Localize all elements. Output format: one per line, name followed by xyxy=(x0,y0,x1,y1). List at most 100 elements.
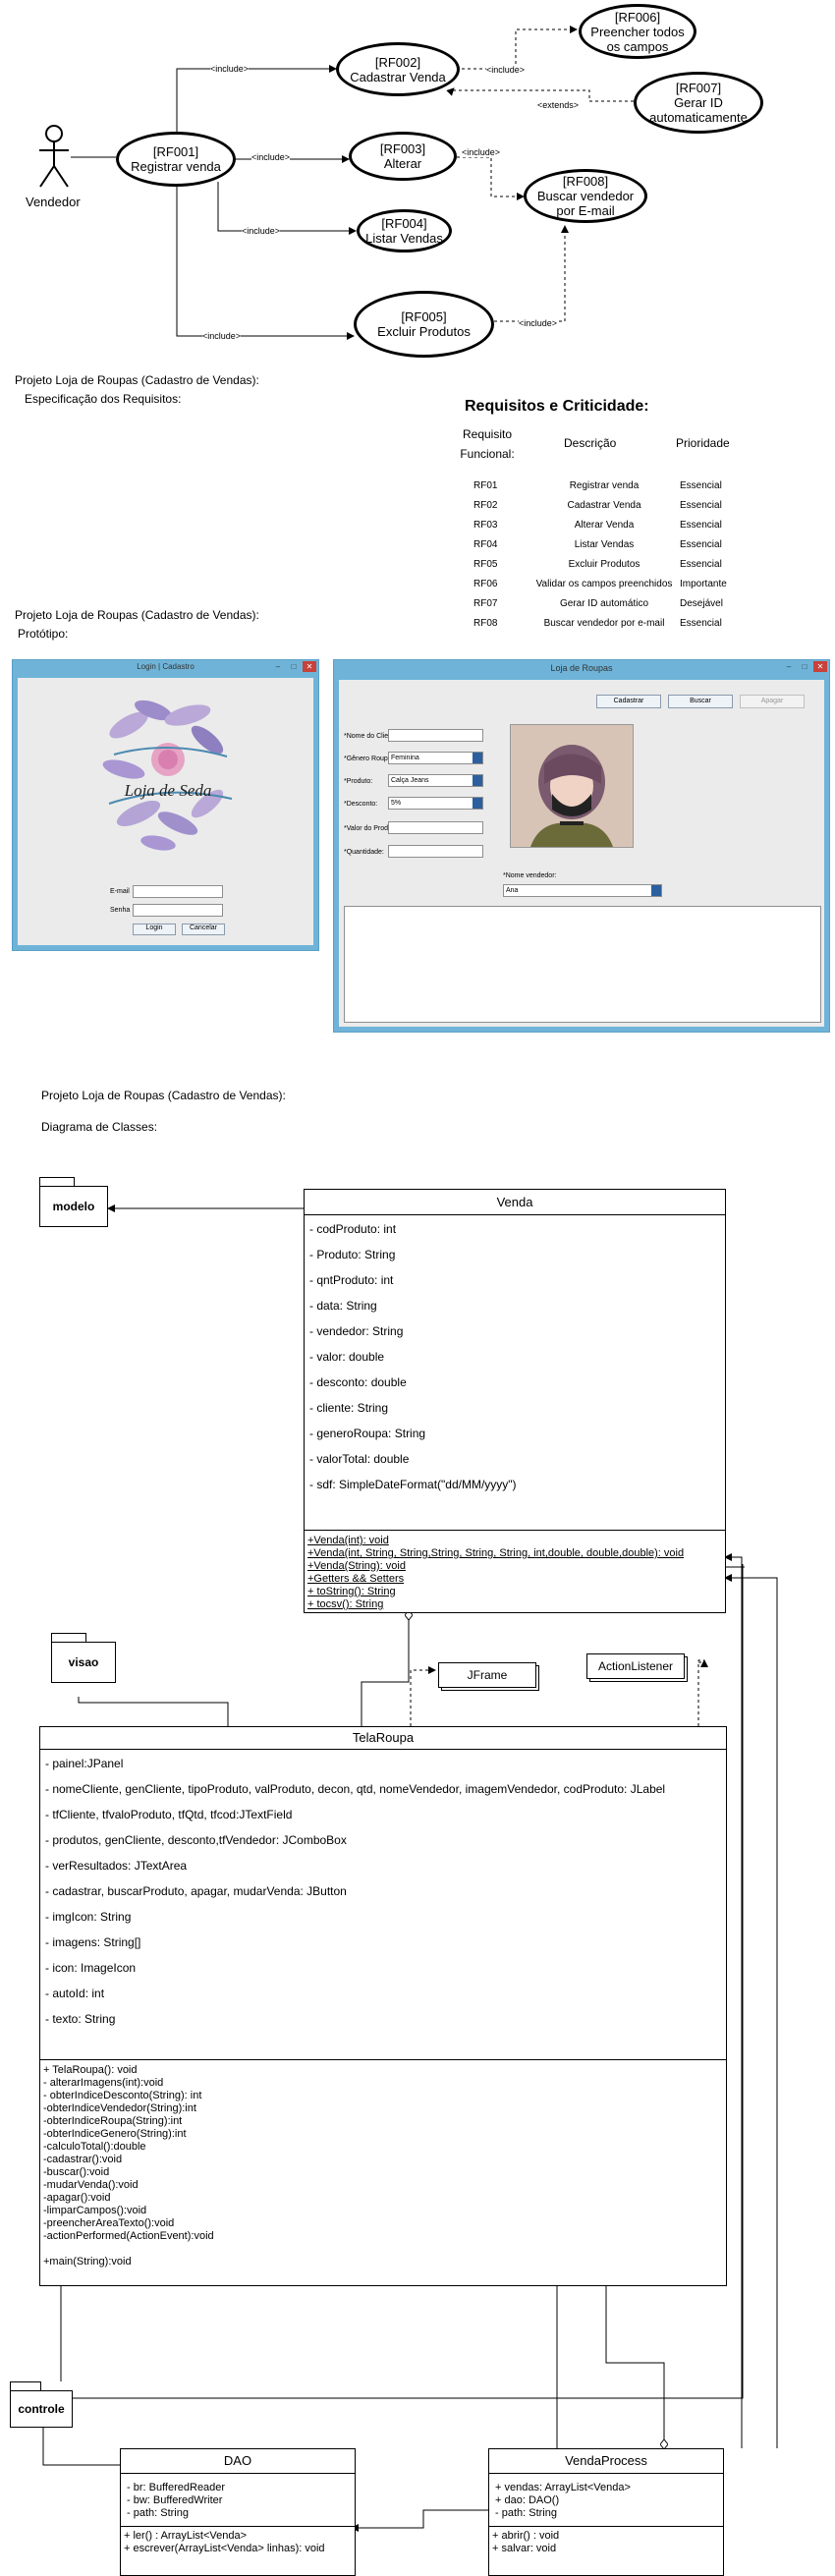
class-method xyxy=(40,2243,726,2256)
class-member: + dao: DAO() xyxy=(495,2494,560,2506)
cancel-button[interactable]: Cancelar xyxy=(182,924,225,935)
include-label: <include> xyxy=(242,226,281,236)
produto-label: *Produto: xyxy=(344,778,373,785)
desconto-select[interactable]: 5% xyxy=(388,797,483,810)
class-attribute: - generoRoupa: String xyxy=(309,1427,426,1440)
class-attribute: - imgIcon: String xyxy=(45,1910,132,1924)
section3-subtitle: Diagrama de Classes: xyxy=(41,1120,158,1134)
req-cell: Essencial xyxy=(680,539,722,550)
class-attribute: - sdf: SimpleDateFormat("dd/MM/yyyy") xyxy=(309,1478,517,1491)
store-window-titlebar: Loja de Roupas –□✕ xyxy=(334,660,829,676)
req-header-prio: Prioridade xyxy=(676,436,730,450)
usecase-rf004: [RF004] Listar Vendas xyxy=(357,209,452,252)
valor-label: *Valor do Produto: xyxy=(344,825,400,832)
include-label: <include> xyxy=(519,318,558,328)
store-window-body: Cadastrar Buscar Apagar *Nome do Cliente… xyxy=(339,680,824,1027)
nome-cliente-field[interactable] xyxy=(388,729,483,742)
class-attribute: - verResultados: JTextArea xyxy=(45,1859,188,1873)
req-cell: Essencial xyxy=(680,520,722,531)
class-attribute: - nomeCliente, genCliente, tipoProduto, … xyxy=(45,1782,666,1796)
close-icon[interactable]: ✕ xyxy=(813,661,827,672)
maximize-icon[interactable]: □ xyxy=(291,662,297,671)
requirements-title: Requisitos e Criticidade: xyxy=(465,398,649,415)
floral-logo-image: Loja de Seda xyxy=(102,700,233,851)
class-method: -mudarVenda():void xyxy=(43,2179,139,2191)
senha-label: Senha xyxy=(110,907,131,914)
req-cell: RF04 xyxy=(473,539,498,550)
interface-jframe: JFrame xyxy=(438,1662,536,1688)
genero-label: *Gênero Roupa: xyxy=(344,756,394,762)
valor-field[interactable] xyxy=(388,821,483,834)
class-attribute: - cliente: String xyxy=(309,1401,389,1415)
usecase-rf007: [RF007] Gerar ID automaticamente xyxy=(634,72,763,134)
usecase-rf006: [RF006] Preencher todos os campos xyxy=(579,4,696,59)
include-label: <include> xyxy=(202,331,242,341)
usecase-rf002: [RF002] Cadastrar Venda xyxy=(336,42,460,96)
section2-subtitle: Protótipo: xyxy=(18,627,69,641)
class-attribute: - cadastrar, buscarProduto, apagar, muda… xyxy=(45,1884,347,1898)
req-header-desc: Descrição xyxy=(564,436,617,450)
req-cell: RF03 xyxy=(473,520,498,531)
req-cell: Essencial xyxy=(680,618,722,629)
req-cell: Buscar vendedor por e-mail xyxy=(543,618,665,629)
nome-cliente-label: *Nome do Cliente: xyxy=(344,733,400,740)
class-method: - obterIndiceDesconto(String): int xyxy=(43,2090,202,2101)
cadastrar-button[interactable]: Cadastrar xyxy=(596,695,661,708)
actor-label: Vendedor xyxy=(26,195,81,209)
quantidade-field[interactable] xyxy=(388,845,483,858)
buscar-button[interactable]: Buscar xyxy=(668,695,733,708)
close-icon[interactable]: ✕ xyxy=(303,661,316,672)
email-field[interactable] xyxy=(133,885,223,898)
produto-select[interactable]: Calça Jeans xyxy=(388,774,483,787)
minimize-icon[interactable]: – xyxy=(786,662,792,671)
include-label: <include> xyxy=(486,65,526,75)
class-attribute: - desconto: double xyxy=(309,1375,407,1389)
resultados-textarea[interactable] xyxy=(344,906,821,1023)
class-method: -obterIndiceRoupa(String):int xyxy=(43,2115,183,2127)
vendedor-select[interactable]: Ana xyxy=(503,884,662,897)
genero-select[interactable]: Feminina xyxy=(388,752,483,764)
section1-project: Projeto Loja de Roupas (Cadastro de Vend… xyxy=(15,373,259,387)
class-method: -limparCampos():void xyxy=(43,2205,147,2216)
class-attribute: - valor: double xyxy=(309,1350,385,1364)
class-dao-name: DAO xyxy=(121,2449,355,2474)
req-cell: Essencial xyxy=(680,559,722,570)
class-method: + toString(): String xyxy=(307,1586,396,1597)
req-cell: Essencial xyxy=(680,480,722,491)
package-visao: visao xyxy=(51,1633,120,1684)
class-method: -cadastrar():void xyxy=(43,2154,123,2165)
nome-vendedor-label: *Nome vendedor: xyxy=(503,872,557,879)
minimize-icon[interactable]: – xyxy=(275,662,281,671)
package-modelo: modelo xyxy=(39,1177,108,1228)
vendedor-avatar xyxy=(510,724,634,848)
req-cell: RF06 xyxy=(473,579,498,589)
class-attribute: - icon: ImageIcon xyxy=(45,1961,137,1975)
class-method: -obterIndiceVendedor(String):int xyxy=(43,2102,196,2114)
class-method: +main(String):void xyxy=(43,2256,132,2268)
actor-stick-icon xyxy=(39,125,69,188)
class-attribute: - valorTotal: double xyxy=(309,1452,410,1466)
class-vendaprocess: VendaProcess + vendas: ArrayList<Venda>+… xyxy=(488,2448,724,2576)
req-cell: Importante xyxy=(680,579,727,589)
class-attribute: - texto: String xyxy=(45,2012,116,2026)
login-button[interactable]: Login xyxy=(133,924,176,935)
class-method: +Venda(int): void xyxy=(307,1535,389,1546)
usecase-rf003: [RF003] Alterar xyxy=(349,132,457,181)
class-method: + tocsv(): String xyxy=(307,1598,384,1610)
req-cell: Desejável xyxy=(680,598,723,609)
class-method: -buscar():void xyxy=(43,2166,110,2178)
class-attribute: - painel:JPanel xyxy=(45,1757,124,1770)
class-attribute: - Produto: String xyxy=(309,1248,396,1261)
class-method: -obterIndiceGenero(String):int xyxy=(43,2128,187,2140)
class-member: + abrir() : void xyxy=(492,2530,560,2542)
req-cell: Excluir Produtos xyxy=(568,559,640,570)
apagar-button[interactable]: Apagar xyxy=(740,695,805,708)
class-method: + TelaRoupa(): void xyxy=(43,2064,138,2076)
class-method: +Venda(int, String, String,String, Strin… xyxy=(307,1547,685,1559)
package-controle: controle xyxy=(10,2381,73,2429)
senha-field[interactable] xyxy=(133,904,223,917)
maximize-icon[interactable]: □ xyxy=(802,662,807,671)
class-venda-name: Venda xyxy=(305,1190,725,1215)
interface-actionlistener: ActionListener xyxy=(586,1653,685,1679)
class-attribute: - produtos, genCliente, desconto,tfVende… xyxy=(45,1833,347,1847)
